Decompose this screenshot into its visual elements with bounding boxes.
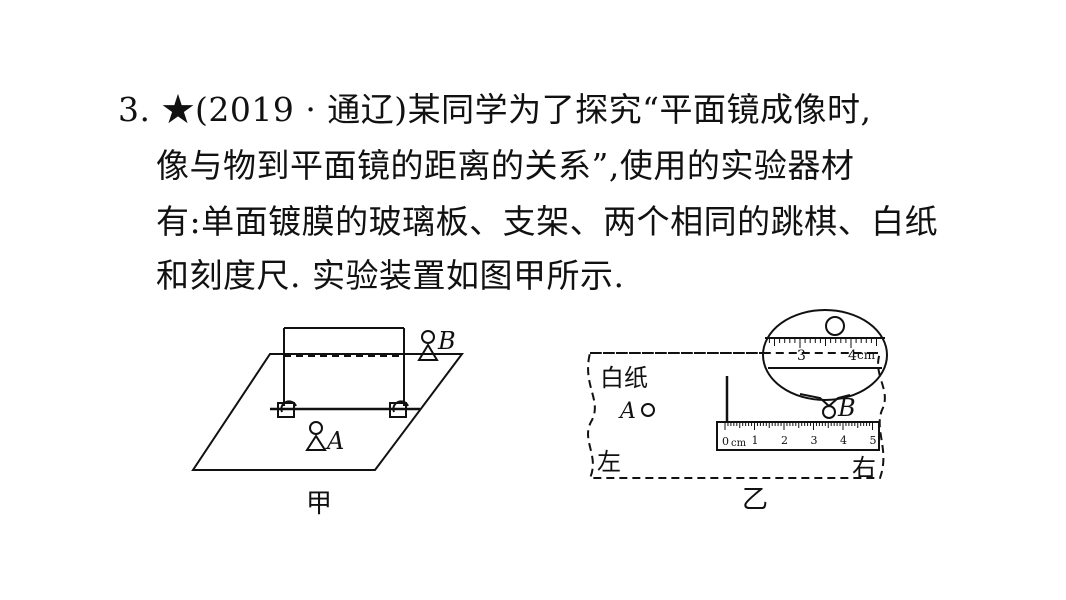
caption-jia: 甲 [306, 489, 332, 519]
zoom-tick-3: 3 [797, 348, 806, 364]
ruler-ticks [724, 422, 873, 430]
zoom-unit: cm [857, 348, 876, 362]
piece-b-top [822, 405, 836, 419]
label-b-yi: B [837, 394, 856, 422]
ruler-tick-label: 2 [781, 434, 788, 447]
experiment-figures: B A 甲 1 2 3 4 5 0 cm 3 4 cm 白纸 A B 左 右 乙 [191, 309, 888, 519]
ruler-tick-label: 3 [811, 434, 818, 447]
ruler-unit: cm [731, 438, 747, 449]
ruler-zero: 0 [722, 435, 729, 448]
label-b-jia: B [437, 327, 456, 355]
ruler [716, 421, 880, 451]
ruler-tick-label: 4 [840, 434, 847, 447]
white-paper [587, 352, 886, 479]
paper-label: 白纸 [600, 364, 648, 392]
table-plane [191, 353, 464, 471]
zoom-bubble [762, 309, 888, 401]
caption-yi: 乙 [742, 485, 768, 515]
question-line-3: 有:单面镀膜的玻璃板、支架、两个相同的跳棋、白纸 [156, 202, 939, 241]
chess-piece-a [305, 421, 327, 451]
ruler-tick-label: 1 [752, 434, 759, 447]
question-text: 3. ★(2019 · 通辽)某同学为了探究“平面镜成像时, 像与物到平面镜的距… [118, 90, 939, 295]
figure-jia [191, 327, 464, 471]
zoom-piece-b [825, 316, 845, 336]
label-a-jia: A [325, 427, 344, 455]
question-line-1: 3. ★(2019 · 通辽)某同学为了探究“平面镜成像时, [118, 90, 872, 129]
label-a-yi: A [618, 399, 636, 424]
zoom-pointer [799, 393, 851, 408]
support-left [277, 400, 297, 418]
left-label: 左 [597, 448, 621, 476]
right-label: 右 [852, 454, 876, 482]
question-line-2: 像与物到平面镜的距离的关系”,使用的实验器材 [156, 146, 855, 185]
zoom-tick-4: 4 [848, 348, 857, 364]
ruler-labels: 1 2 3 4 5 [752, 434, 877, 447]
piece-a-top [641, 403, 655, 417]
ruler-tick-label: 5 [870, 434, 877, 447]
figure-yi [587, 309, 888, 479]
question-line-4: 和刻度尺. 实验装置如图甲所示. [156, 256, 625, 295]
support-right [389, 400, 409, 418]
chess-piece-b [417, 330, 439, 361]
zoom-ruler-ticks [768, 338, 877, 348]
